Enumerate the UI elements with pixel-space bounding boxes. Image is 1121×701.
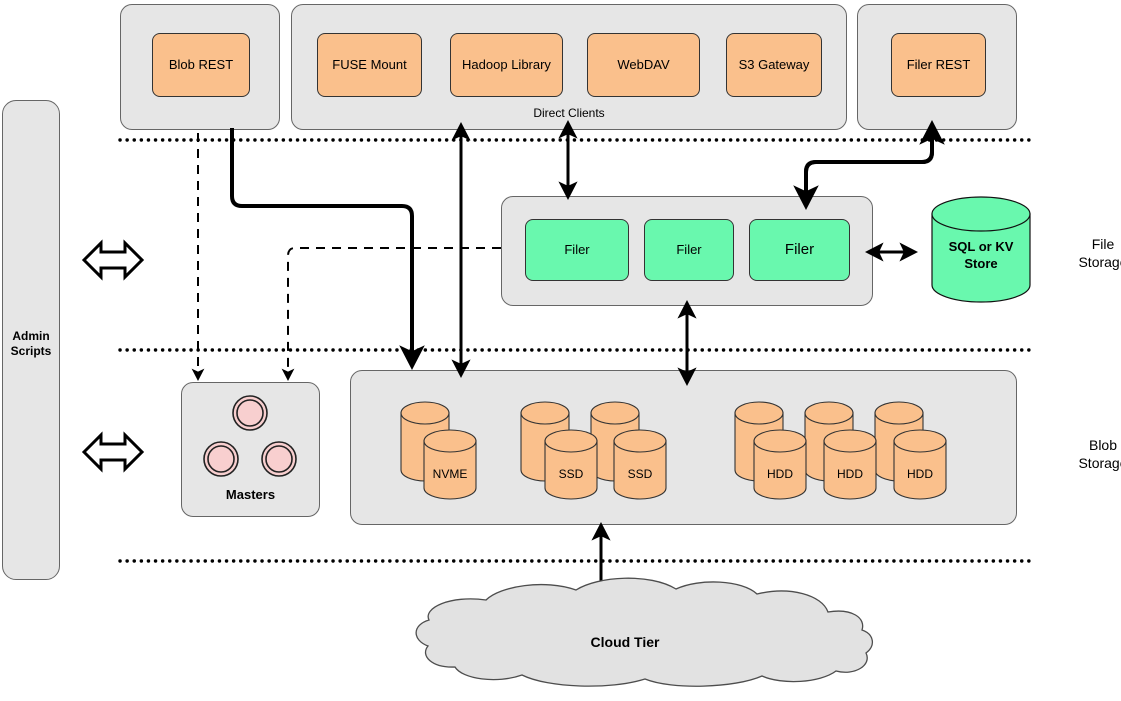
sql-or-kv-store-label-line1: SQL or KV [949, 239, 1014, 254]
masters-label: Masters [225, 487, 276, 502]
node-blob-rest-label: Blob REST [168, 56, 234, 72]
node-blob-rest[interactable]: Blob REST [152, 33, 250, 97]
cloud-tier[interactable]: Cloud Tier [415, 577, 873, 687]
direct-clients-group[interactable]: FUSE Mount Hadoop Library WebDAV S3 Gate… [291, 4, 847, 130]
disk-ssd-2: SSD [613, 429, 667, 500]
volume-group-ssd[interactable]: SSD SSD [520, 401, 667, 500]
volume-group-nvme[interactable]: NVME [400, 401, 477, 500]
node-filer-3[interactable]: Filer [749, 219, 850, 281]
node-s3-gateway-label: S3 Gateway [738, 56, 810, 72]
sql-or-kv-store-label-line2: Store [964, 256, 997, 271]
disk-hdd-2: HDD [823, 429, 877, 500]
node-filer-rest-label: Filer REST [906, 56, 971, 72]
node-filer-2-label: Filer [676, 241, 702, 257]
filer-rest-group[interactable]: Filer REST [857, 4, 1017, 130]
volume-group-hdd[interactable]: HDD HDD HDD [734, 401, 947, 500]
file-storage-label: File Storage [1058, 236, 1121, 271]
disk-hdd-3-label: HDD [907, 467, 933, 481]
node-filer-rest[interactable]: Filer REST [891, 33, 986, 97]
admin-scripts-label-line2: Scripts [10, 344, 52, 358]
admin-to-blob-storage-arrow [81, 431, 145, 473]
node-filer-1[interactable]: Filer [525, 219, 629, 281]
cloud-tier-label: Cloud Tier [591, 634, 661, 650]
admin-to-file-storage-arrow [81, 239, 145, 281]
direct-clients-caption: Direct Clients [533, 106, 605, 120]
node-webdav-label: WebDAV [617, 56, 670, 72]
disk-nvme-1-label: NVME [433, 467, 468, 481]
file-storage-label-line2: Storage [1078, 253, 1121, 270]
file-storage-label-line1: File [1091, 236, 1115, 252]
node-webdav[interactable]: WebDAV [587, 33, 700, 97]
admin-scripts-label: Admin Scripts [3, 329, 59, 359]
blob-rest-to-volume-arrow [230, 128, 425, 370]
node-hadoop-library[interactable]: Hadoop Library [450, 33, 563, 97]
disk-nvme-1: NVME [423, 429, 477, 500]
disk-hdd-2-label: HDD [837, 467, 863, 481]
disk-ssd-1: SSD [544, 429, 598, 500]
node-filer-2[interactable]: Filer [644, 219, 734, 281]
node-fuse-mount-label: FUSE Mount [332, 56, 407, 72]
node-hadoop-library-label: Hadoop Library [462, 56, 551, 72]
node-filer-3-label: Filer [784, 241, 815, 259]
node-filer-1-label: Filer [564, 241, 590, 257]
admin-scripts-panel[interactable]: Admin Scripts [2, 100, 60, 580]
sql-or-kv-store[interactable]: SQL or KV Store [931, 196, 1031, 303]
blob-storage-label-line1: Blob [1088, 437, 1118, 453]
disk-hdd-1: HDD [753, 429, 807, 500]
blob-rest-group[interactable]: Blob REST [120, 4, 280, 130]
disk-hdd-1-label: HDD [767, 467, 793, 481]
disk-ssd-2-label: SSD [628, 467, 653, 481]
blob-storage-label: Blob Storage [1058, 437, 1121, 472]
blob-storage-label-line2: Storage [1078, 454, 1121, 471]
node-s3-gateway[interactable]: S3 Gateway [726, 33, 822, 97]
node-fuse-mount[interactable]: FUSE Mount [317, 33, 422, 97]
filer-to-masters-dashed [281, 247, 501, 381]
disk-ssd-1-label: SSD [559, 467, 584, 481]
masters-nodes [203, 395, 297, 477]
filer-group[interactable]: Filer Filer Filer [501, 196, 873, 306]
filer-rest-to-filer-arrow-down [793, 138, 934, 210]
admin-scripts-label-line1: Admin [12, 329, 50, 343]
disk-hdd-3: HDD [893, 429, 947, 500]
